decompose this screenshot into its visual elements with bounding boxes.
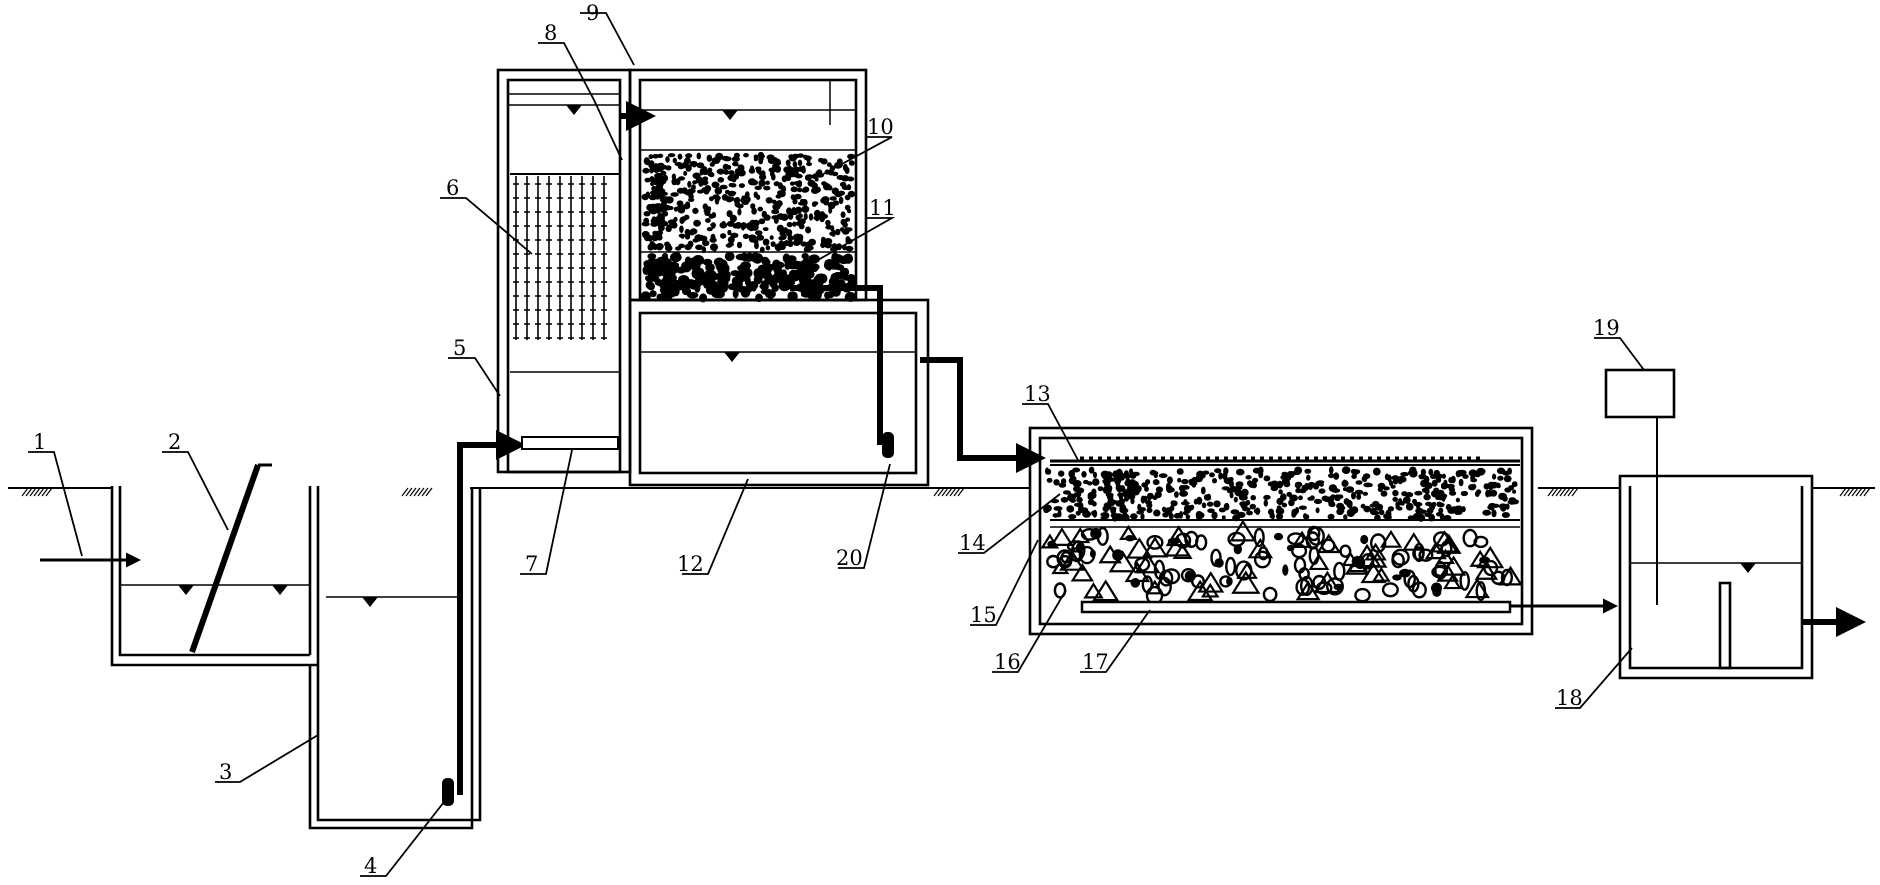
filter-column xyxy=(628,68,868,303)
callout-label: 19 xyxy=(1593,316,1620,340)
leader-lines xyxy=(28,12,1645,877)
filter-media-fine xyxy=(641,151,856,254)
callout-label: 8 xyxy=(544,21,557,45)
dosing-device xyxy=(1604,368,1676,419)
constructed-wetland-pipe xyxy=(920,357,1046,473)
filter-media-coarse xyxy=(640,251,857,303)
callout-label: 10 xyxy=(867,115,894,139)
callout-label: 16 xyxy=(994,650,1021,674)
collection-pipe xyxy=(1080,600,1512,614)
disinfection-tank xyxy=(1618,417,1814,680)
water-level-marker xyxy=(362,597,378,607)
callout-label: 17 xyxy=(1082,650,1109,674)
callout-label: 14 xyxy=(959,531,986,555)
water-level-marker xyxy=(1740,563,1756,573)
callout-label: 15 xyxy=(970,603,997,627)
callout-label: 1 xyxy=(33,430,46,454)
callout-label: 7 xyxy=(525,552,538,576)
aeration-diffuser xyxy=(521,436,619,450)
callout-label: 4 xyxy=(364,854,377,878)
callout-label: 2 xyxy=(168,430,181,454)
callout-label: 3 xyxy=(219,760,232,784)
callout-label: 20 xyxy=(836,546,863,570)
lift-pipe xyxy=(457,430,526,795)
callout-label: 6 xyxy=(446,176,459,200)
water-level-marker xyxy=(722,110,738,120)
callout-label: 5 xyxy=(453,336,466,360)
callout-label: 18 xyxy=(1556,686,1583,710)
ground-line xyxy=(8,487,1875,497)
backwash-pump xyxy=(882,432,894,458)
backwash-pipe xyxy=(790,285,883,445)
wetland-coarse-media xyxy=(1040,519,1523,606)
grit-channel xyxy=(110,486,320,667)
callout-label: 11 xyxy=(869,196,896,220)
constructed-wetland xyxy=(1028,426,1534,636)
water-level-marker xyxy=(272,585,288,595)
callout-label: 12 xyxy=(677,552,704,576)
water-level-marker xyxy=(724,352,740,362)
bar-screen xyxy=(189,463,272,653)
membrane-module xyxy=(510,173,620,373)
lift-pump xyxy=(442,778,454,806)
callout-label: 9 xyxy=(586,1,599,25)
callout-label: 13 xyxy=(1024,382,1051,406)
water-level-marker xyxy=(566,105,582,115)
regulating-tank xyxy=(308,488,482,830)
clear-water-tank xyxy=(628,298,930,487)
water-level-marker xyxy=(178,585,194,595)
callout-labels: 1 2 3 4 5 6 7 8 9 10 11 12 13 14 15 16 1… xyxy=(33,1,1620,878)
wetland-fine-media xyxy=(1043,466,1519,522)
membrane-bioreactor xyxy=(496,68,632,474)
